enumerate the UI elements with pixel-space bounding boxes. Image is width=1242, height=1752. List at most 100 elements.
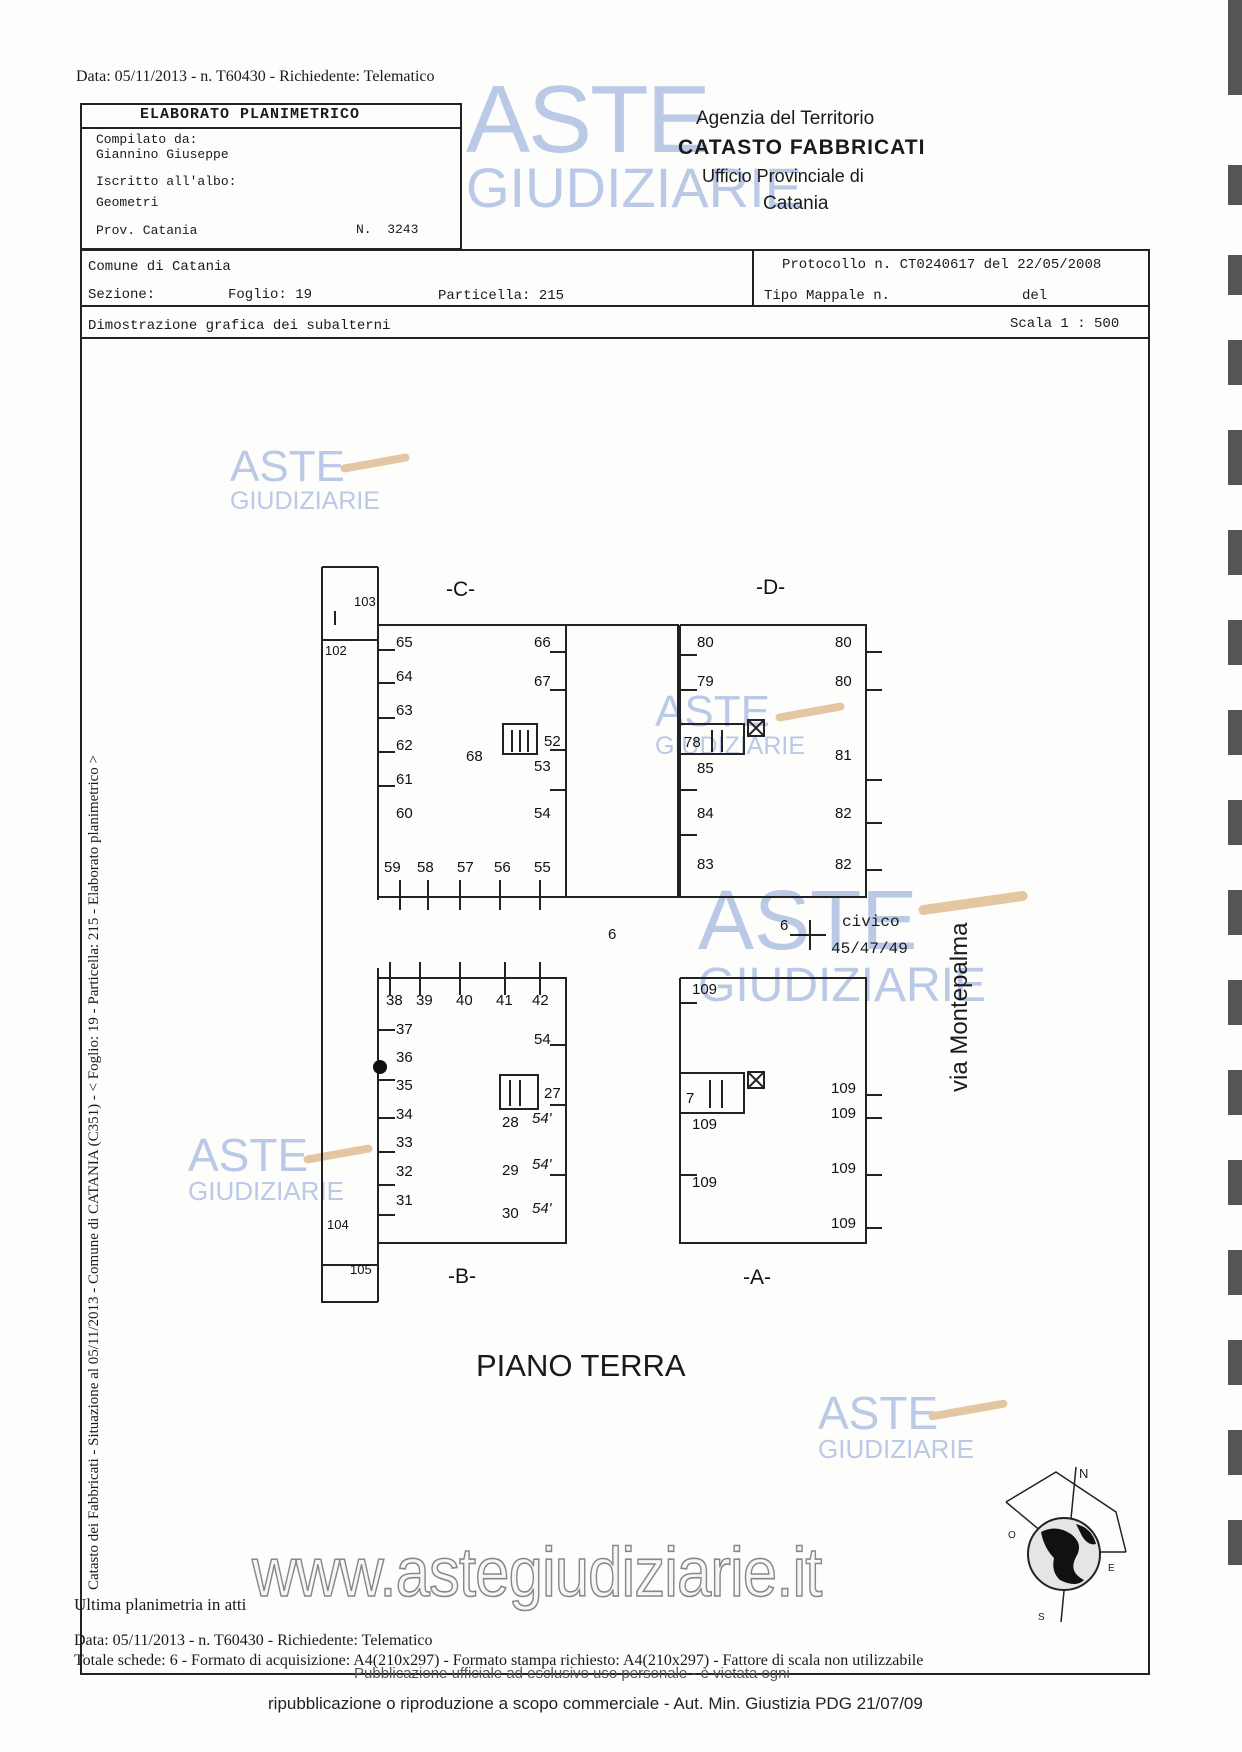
compass-n: N	[1079, 1466, 1089, 1481]
block-d-label: -D-	[756, 576, 786, 599]
watermark-brand: ASTE	[188, 1129, 309, 1181]
del-label: del	[1022, 288, 1048, 304]
header-watermark-aste: ASTE	[466, 66, 711, 173]
scan-edge-bar	[1228, 890, 1242, 935]
info-vertical-divider	[752, 249, 754, 305]
unit-label: 53	[534, 758, 551, 775]
watermark-brand-small: GIUDIZIARIE	[818, 1434, 975, 1464]
unit-label: 81	[835, 747, 852, 764]
unit-label: 39	[416, 992, 433, 1009]
scan-edge-bar	[1228, 1160, 1242, 1205]
unit-label: 35	[396, 1077, 413, 1094]
unit-label: 58	[417, 859, 434, 876]
sezione: Sezione:	[88, 287, 156, 303]
scan-edge-bar	[1228, 1070, 1242, 1115]
unit-label: 38	[386, 992, 403, 1009]
compass-o: O	[1008, 1530, 1016, 1541]
entrance-marker	[373, 1060, 387, 1074]
unit-label: 32	[396, 1163, 413, 1180]
footer-publication-2: ripubblicazione o riproduzione a scopo c…	[268, 1694, 923, 1713]
watermark-small-1: ASTE GIUDIZIARIE	[230, 442, 411, 515]
unit-label: 67	[534, 673, 551, 690]
tipo-mappale: Tipo Mappale n.	[764, 288, 891, 304]
watermark-brand-small: GIUDIZIARIE	[230, 487, 381, 515]
unit-label: 109	[692, 1116, 718, 1133]
unit-label: 54	[534, 805, 551, 822]
unit-label: 80	[835, 634, 852, 651]
unit-label: 54'	[532, 1110, 552, 1127]
header-date-line: Data: 05/11/2013 - n. T60430 - Richieden…	[76, 68, 435, 85]
plan-title: PIANO TERRA	[476, 1348, 686, 1383]
unit-label: 55	[534, 859, 551, 876]
agency-line1: Agenzia del Territorio	[696, 108, 875, 129]
unit-label: 80	[697, 634, 714, 651]
unit-label: 61	[396, 771, 413, 788]
unit-label: 109	[692, 981, 718, 998]
unit-label: 30	[502, 1205, 519, 1222]
block-a-label: -A-	[743, 1266, 771, 1289]
unit-label: 33	[396, 1134, 413, 1151]
unit-label: 41	[496, 992, 513, 1009]
dimostrazione: Dimostrazione grafica dei subalterni	[88, 318, 391, 334]
unit-label: 109	[831, 1160, 857, 1177]
scan-edge-bar	[1228, 1340, 1242, 1385]
unit-label: 31	[396, 1192, 413, 1209]
iscritto-label: Iscritto all'albo:	[96, 174, 237, 189]
unit-label: 56	[494, 859, 511, 876]
scan-edge-bar	[1228, 340, 1242, 385]
unit-label: 83	[697, 856, 714, 873]
unit-label: 63	[396, 702, 413, 719]
unit-label: 82	[835, 856, 852, 873]
scan-edge-bar	[1228, 430, 1242, 485]
footer-ultima: Ultima planimetria in atti	[74, 1595, 247, 1614]
scan-edge-bar	[1228, 530, 1242, 575]
watermark-brand: ASTE	[818, 1387, 939, 1439]
scan-edge-bar	[1228, 710, 1242, 755]
courtyard-label: 6	[780, 917, 789, 934]
footer-totale: Totale schede: 6 - Formato di acquisizio…	[74, 1652, 924, 1669]
scan-edge-bar	[1228, 1520, 1242, 1565]
info-divider-2	[80, 337, 1150, 339]
agency-line2: CATASTO FABBRICATI	[678, 136, 926, 159]
agency-line3: Ufficio Provinciale di	[702, 166, 864, 186]
foglio: Foglio: 19	[228, 287, 313, 303]
unit-label: 65	[396, 634, 413, 651]
compilato-label: Compilato da:	[96, 132, 198, 147]
footer-date: Data: 05/11/2013 - n. T60430 - Richieden…	[74, 1632, 433, 1649]
watermark-small-3: ASTE GIUDIZIARIE	[698, 878, 1029, 1012]
unit-label: 7	[686, 1090, 695, 1107]
unit-label: 60	[396, 805, 413, 822]
courtyard-label: 6	[608, 926, 617, 943]
unit-label: 66	[534, 634, 551, 651]
scan-edge-bar	[1228, 1430, 1242, 1475]
unit-label: 54'	[532, 1200, 552, 1217]
main-frame	[80, 249, 1150, 1675]
unit-label: 62	[396, 737, 413, 754]
unit-label: 37	[396, 1021, 413, 1038]
compass-icon	[1005, 1466, 1127, 1623]
unit-label: 78	[684, 734, 701, 751]
scan-edge-bar	[1228, 0, 1242, 95]
compilato-name: Giannino Giuseppe	[96, 147, 229, 162]
scan-edge-bar	[1228, 1250, 1242, 1295]
protocollo: Protocollo n. CT0240617 del 22/05/2008	[782, 257, 1102, 273]
footer-publication-1: Pubblicazione ufficiale ad esclusivo uso…	[354, 1665, 790, 1682]
unit-label: 34	[396, 1106, 413, 1123]
unit-label: 59	[384, 859, 401, 876]
unit-label: 36	[396, 1049, 413, 1066]
watermark-brand-small: GIUDIZIARIE	[698, 959, 987, 1012]
site-watermark: www.astegiudiziarie.it	[251, 1532, 823, 1612]
civico-number: 45/47/49	[831, 940, 908, 958]
watermark-small-5: ASTE GIUDIZIARIE	[818, 1387, 1009, 1464]
albo-number: N. 3243	[356, 222, 419, 237]
elaborato-right	[460, 103, 462, 250]
info-divider-1	[80, 305, 1150, 307]
elaborato-divider	[80, 127, 462, 129]
unit-label: 27	[544, 1085, 561, 1102]
watermark-brand: ASTE	[230, 442, 345, 491]
block-b-label: -B-	[448, 1265, 476, 1288]
street-label: via Montepalma	[946, 922, 973, 1092]
scan-edge-bar	[1228, 620, 1242, 665]
scan-edge-bar	[1228, 980, 1242, 1025]
